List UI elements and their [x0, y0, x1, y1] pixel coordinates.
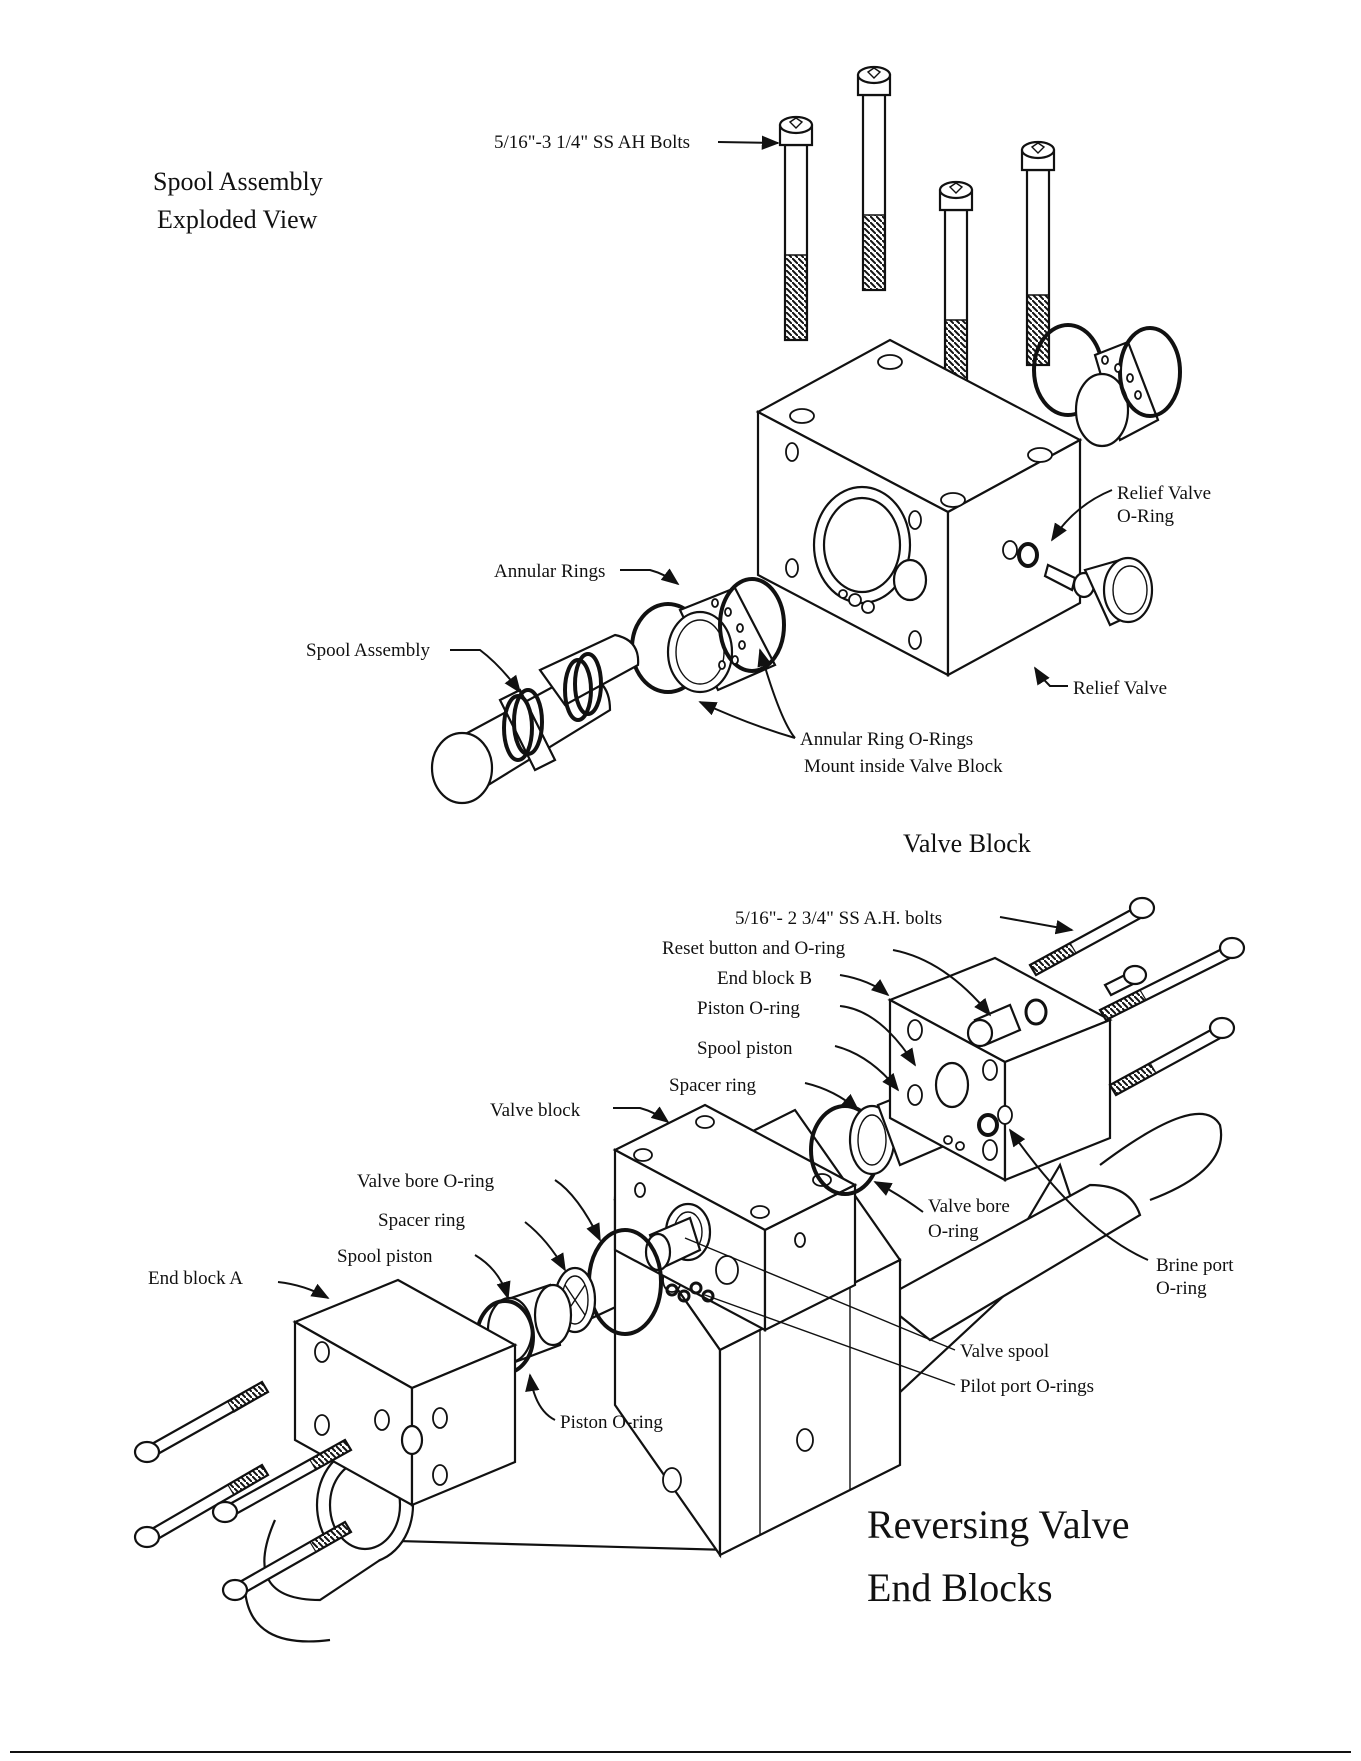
leader-spool-piston-b [834, 1045, 900, 1092]
leader-annular-orings-1 [757, 648, 796, 739]
leader-valve-bore-oring-b [873, 1181, 924, 1213]
ah-bolt [1020, 140, 1056, 367]
label-valve-block: Valve block [490, 1100, 581, 1121]
brine-port-oring [977, 1113, 999, 1137]
leader-b-bolts [999, 916, 1074, 935]
valve-block-cube [755, 338, 1083, 677]
label-annular-orings-1: Annular Ring O-Rings [800, 729, 973, 750]
label-annular-orings-2: Mount inside Valve Block [804, 756, 1003, 777]
label-relief-oring-2: O-Ring [1117, 506, 1175, 527]
label-end-block-b: End block B [717, 968, 812, 989]
label-ah-bolts: 5/16"-3 1/4" SS AH Bolts [494, 132, 690, 153]
leader-spool-piston-a [474, 1254, 511, 1300]
leader-ah-bolts [717, 135, 780, 150]
leader-spacer-ring-b [804, 1082, 860, 1112]
label-spacer-ring-b: Spacer ring [669, 1075, 757, 1096]
leader-brine-port [1008, 1128, 1149, 1261]
leader-valve-block [613, 1106, 670, 1124]
leader-piston-oring-a [525, 1373, 556, 1421]
label-brine-port-1: Brine port [1156, 1255, 1234, 1276]
label-piston-oring-b: Piston O-ring [697, 998, 800, 1019]
reset-button [966, 998, 1048, 1048]
end-block-a-bolts [133, 1380, 353, 1602]
leader-relief-valve [1034, 666, 1068, 687]
spool-assembly-part [430, 633, 640, 805]
ah-bolt [856, 65, 892, 292]
label-spacer-ring-a: Spacer ring [378, 1210, 466, 1231]
leader-reset-button [892, 949, 992, 1017]
title-valve-block: Valve Block [903, 829, 1031, 858]
bottom-assembly [133, 896, 1246, 1643]
annular-ring [630, 577, 786, 694]
ah-bolt [778, 115, 814, 342]
label-reset-button: Reset button and O-ring [662, 938, 846, 959]
label-spool-piston-a: Spool piston [337, 1246, 433, 1267]
label-piston-oring-a: Piston O-ring [560, 1412, 663, 1433]
label-relief-valve: Relief Valve [1073, 678, 1167, 699]
leader-relief-oring [1051, 489, 1113, 542]
label-valve-bore-oring-b-1: Valve bore [928, 1196, 1010, 1217]
label-relief-oring-1: Relief Valve [1117, 483, 1211, 504]
title-spool-exploded-2: Exploded View [157, 205, 318, 234]
label-valve-spool: Valve spool [960, 1341, 1049, 1362]
label-annular-rings: Annular Rings [494, 561, 605, 582]
label-spool-assembly: Spool Assembly [306, 640, 431, 661]
label-end-block-a: End block A [148, 1268, 243, 1289]
title-reversing-valve-2: End Blocks [867, 1565, 1053, 1610]
label-b-bolts: 5/16"- 2 3/4" SS A.H. bolts [735, 908, 942, 929]
leader-spacer-ring-a [524, 1221, 566, 1272]
leader-pilot-port [704, 1294, 956, 1386]
relief-valve-knob [1043, 556, 1154, 627]
label-brine-port-2: O-ring [1156, 1278, 1207, 1299]
top-assembly [430, 65, 1182, 805]
leader-valve-bore-oring-a [554, 1179, 601, 1242]
leader-spool-assembly [450, 649, 522, 694]
leader-piston-oring-b [839, 1005, 916, 1067]
title-reversing-valve-1: Reversing Valve [867, 1502, 1130, 1547]
leader-end-block-a [277, 1281, 330, 1299]
leader-valve-spool [684, 1237, 956, 1351]
title-spool-exploded-1: Spool Assembly [153, 167, 323, 196]
end-block-a [292, 1278, 518, 1507]
label-valve-bore-oring-a: Valve bore O-ring [357, 1171, 495, 1192]
relief-valve-oring [1017, 542, 1039, 568]
relief-annular-ring [1032, 323, 1182, 448]
leader-annular-rings [620, 568, 680, 586]
label-valve-bore-oring-b-2: O-ring [928, 1221, 979, 1242]
pilot-port-orings [665, 1281, 715, 1303]
end-block-b-bolts [1028, 896, 1246, 1097]
label-pilot-port-orings: Pilot port O-rings [960, 1376, 1094, 1397]
leader-end-block-b [839, 974, 890, 997]
leader-annular-orings-2 [698, 701, 796, 739]
label-spool-piston-b: Spool piston [697, 1038, 793, 1059]
